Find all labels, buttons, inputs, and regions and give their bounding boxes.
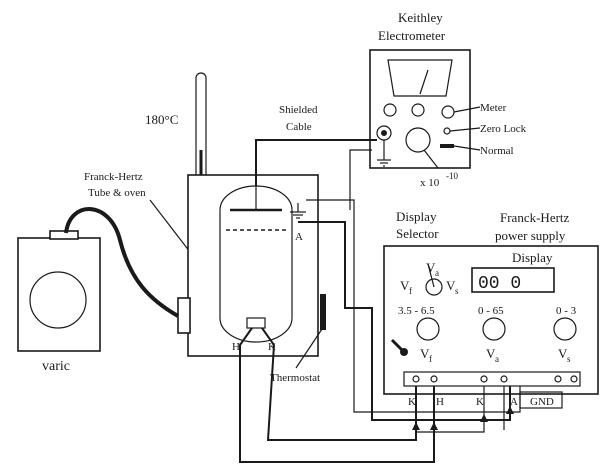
zero-lock-callout-line [449,127,481,132]
tube-callout-line [149,199,191,253]
terminal-k1-label: K [408,396,416,408]
shielded-cable-label-line2: Cable [286,121,312,133]
terminal-a-label: A [510,396,518,408]
supply-label-line1: Franck-Hertz [500,210,570,225]
terminal-strip [403,371,581,387]
range-label-va: 0 - 65 [478,305,504,317]
tube-anode-label: A [295,231,303,243]
knob-label-vs: V [558,346,568,361]
supply-label-line2: power supply [495,228,566,243]
oven-box [187,174,319,357]
display-window [471,267,555,293]
tube-label-line1: Franck-Hertz [84,171,143,183]
display-selector-knob [425,278,443,296]
scale-callout-line [423,149,439,169]
thermostat-label: Thermostat [270,372,320,384]
a-terminal-arrow [506,406,514,414]
shielded-cable-wire [255,139,377,186]
selector-vs: V [446,278,456,293]
temperature-label: 180°C [145,112,178,127]
power-switch [400,348,408,356]
selector-vf-sub: f [409,286,412,296]
terminal-3 [480,375,488,383]
ground-to-gnd-wire [306,199,521,413]
selector-vs-sub: s [455,286,459,296]
keithley-label-line2: Electrometer [378,28,446,43]
tube-label-line2: Tube & oven [88,187,146,199]
varic-label: varic [42,359,70,374]
selector-vf: V [400,278,410,293]
k2-terminal-arrow [480,414,488,422]
keithley-label-line1: Keithley [398,10,443,25]
display-readout: 00 0 [478,274,521,294]
terminal-k2-label: K [476,396,484,408]
selector-va-sub: a [435,268,439,278]
electrometer-knob-small-mid [411,103,425,117]
terminal-h-label: H [436,396,444,408]
varic-plug [49,230,79,240]
wiring [239,139,521,463]
terminal-4 [500,375,508,383]
range-label-vs: 0 - 3 [556,305,577,317]
franck-hertz-power-supply: Franck-Hertz power supply Display Select… [383,209,599,409]
vs-knob [553,317,577,341]
scale-label: x 10 [420,177,440,189]
terminal-gnd-label: GND [530,396,554,408]
varic-dial [29,271,87,329]
electrometer-knob-small-left [383,103,397,117]
normal-switch [440,144,454,148]
terminal-2 [430,375,438,383]
range-knob [405,127,431,153]
franck-hertz-oven: Franck-Hertz Tube & oven Thermostat A H … [84,171,326,384]
range-label-vf: 3.5 - 6.5 [398,305,435,317]
ground-wire-top [349,149,372,210]
h-terminal-arrow [430,422,438,430]
oven-side-connector [177,297,191,334]
knob-label-va-sub: a [495,354,499,364]
tube-heater-label: H [232,341,240,353]
varic-box [17,237,101,352]
terminal-5 [554,375,562,383]
meter-label: Meter [480,102,507,114]
knob-label-vs-sub: s [567,354,571,364]
heater-to-supply-wire [239,327,435,463]
va-knob [482,317,506,341]
meter-needle [419,69,429,95]
thermostat-callout-line [295,325,325,369]
cathode-heater [246,317,266,329]
zero-lock-label: Zero Lock [480,123,527,135]
k-terminal-arrow [412,422,420,430]
terminal-6 [570,375,578,383]
keithley-electrometer: Keithley Electrometer Meter Zero Lock No… [369,10,527,189]
display-selector-label-line2: Selector [396,226,439,241]
input-connector-center [381,130,387,136]
cathode-to-k2-wire [416,386,485,433]
knob-label-va: V [486,346,496,361]
varic: varic [17,207,179,374]
vf-knob [416,317,440,341]
meter-window [387,59,453,97]
display-selector-label-line1: Display [396,209,437,224]
selector-va: V [426,260,436,275]
normal-callout-line [453,145,481,151]
thermostat-unit [320,294,326,330]
shielded-cable-label-line1: Shielded [279,104,318,116]
scale-exponent: -10 [446,171,458,181]
selector-pointer [427,263,435,288]
varic-power-cord [64,207,179,318]
terminal-1 [412,375,420,383]
display-label: Display [512,250,553,265]
knob-label-vf: V [420,346,430,361]
tube-cathode-label: K [268,341,276,353]
grid-to-supply-wire [298,221,511,421]
meter-callout-line [453,106,481,113]
normal-label: Normal [480,145,514,157]
knob-label-vf-sub: f [429,354,432,364]
electrometer-box [369,49,471,169]
